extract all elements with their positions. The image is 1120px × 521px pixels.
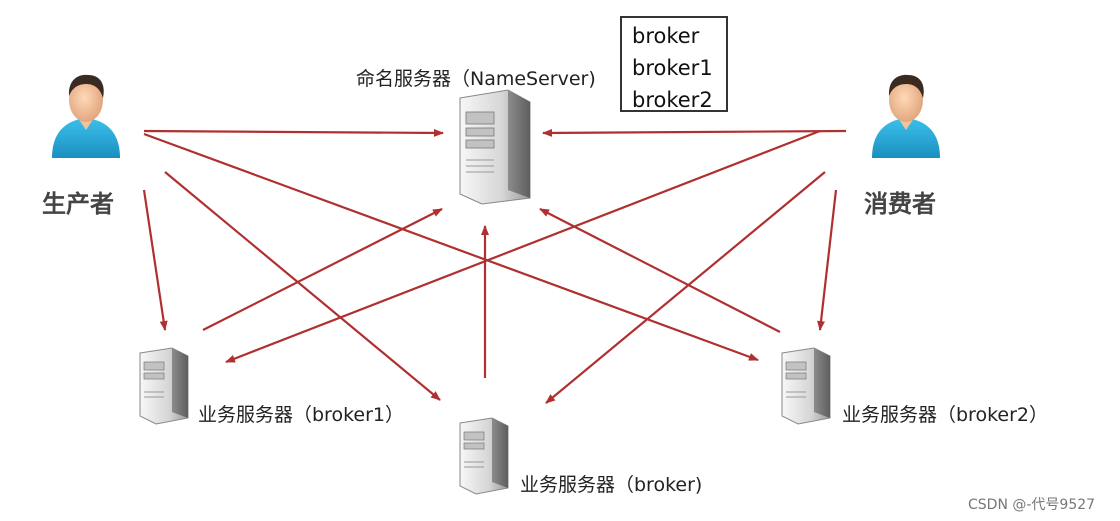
producer-person-icon <box>52 74 120 158</box>
arrow-producer-to-broker1 <box>142 189 168 331</box>
broker-list-item: broker2 <box>632 88 713 112</box>
broker2-label: 业务服务器（broker2） <box>842 404 1048 426</box>
broker1-label: 业务服务器（broker1） <box>198 404 404 426</box>
broker-list-box: broker broker1 broker2 <box>620 16 728 112</box>
broker-list-item: broker1 <box>632 56 713 80</box>
watermark: CSDN @-代号9527 <box>968 497 1096 513</box>
broker-list-item: broker <box>632 24 700 48</box>
arrow-producer-to-nameserver <box>143 128 444 137</box>
broker-label: 业务服务器（broker) <box>520 474 703 496</box>
arrows <box>142 128 847 404</box>
arrow-consumer-to-broker1 <box>225 129 821 364</box>
nameserver-label: 命名服务器（NameServer) <box>356 68 596 90</box>
consumer-person-icon <box>872 74 940 158</box>
arrow-broker1-to-nameserver <box>202 208 443 331</box>
nameserver-server-icon <box>459 89 531 205</box>
broker2-server-icon <box>781 347 831 425</box>
consumer-label: 消费者 <box>864 190 936 218</box>
arrow-consumer-to-broker <box>545 171 826 404</box>
broker1-server-icon <box>139 347 189 425</box>
broker-server-icon <box>459 417 509 495</box>
arrow-producer-to-broker <box>164 171 441 401</box>
arrow-broker2-to-nameserver <box>539 208 781 333</box>
arrow-consumer-to-broker2 <box>817 189 838 331</box>
arrow-producer-to-broker2 <box>143 132 759 362</box>
producer-label: 生产者 <box>42 190 114 218</box>
arrow-consumer-to-nameserver <box>542 128 847 137</box>
